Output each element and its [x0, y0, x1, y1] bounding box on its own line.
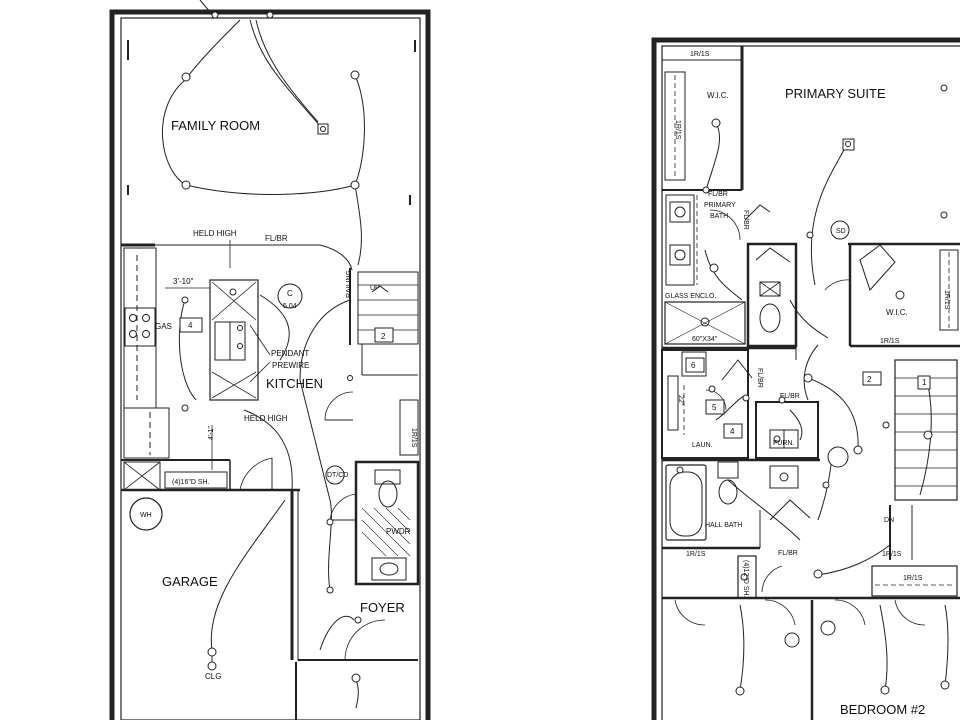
tag-4-laundry: 4 — [730, 427, 735, 436]
kitchen-island — [209, 279, 259, 401]
note-primary-bath-1: FL/BR — [708, 191, 728, 198]
note-railing: RAILING — [346, 270, 353, 298]
note-shelf-stair: 1R/1S — [882, 551, 902, 558]
note-primary-bath-3: BATH — [710, 213, 728, 220]
laundry-room — [661, 349, 749, 459]
room-kitchen: KITCHEN — [266, 376, 323, 391]
note-shelf-top: 1R/1S — [690, 51, 710, 58]
note-glass-enclo: GLASS ENCLO. — [665, 293, 716, 300]
tag-4-kitchen: 4 — [188, 321, 193, 330]
water-heater — [129, 497, 163, 531]
note-wic-2: W.I.C. — [886, 308, 908, 317]
primary-shower — [664, 301, 746, 345]
note-wic-1: W.I.C. — [707, 91, 729, 100]
note-shelf-hall: 1R/1S — [686, 551, 706, 558]
note-shelf-wic-vertical: 1R/1S — [674, 120, 681, 140]
note-dt: DT/CD — [327, 472, 348, 479]
note-prewire: PREWIRE — [272, 361, 309, 370]
note-dim-4-1: 4'-1" — [208, 426, 215, 440]
furnace-closet — [755, 401, 819, 459]
note-dn: DN — [884, 517, 894, 524]
note-shelf-wic2: 1R/1S — [880, 338, 900, 345]
note-wh: WH — [140, 512, 152, 519]
note-fl-br-vertical: FL/BR — [742, 210, 749, 230]
note-dim-22: 22" — [677, 395, 684, 406]
note-pendant: PENDANT — [271, 349, 309, 358]
note-shelf-4-12: (4)12"D SH. — [742, 560, 749, 598]
note-c-letter: C — [287, 289, 293, 298]
note-held-high-top: HELD HIGH — [193, 229, 237, 238]
note-primary-bath-2: PRIMARY — [704, 202, 736, 209]
note-clg: CLG — [205, 672, 221, 681]
note-fl-br-laun: FL/BR — [756, 368, 763, 388]
second-floor-plan — [651, 37, 960, 720]
room-family-room: FAMILY ROOM — [171, 118, 260, 133]
note-fl-br-furn: FL/BR — [780, 393, 800, 400]
note-shower: 60"X34" — [692, 336, 718, 343]
note-c-value: 5.04 — [283, 303, 297, 310]
note-laun: LAUN. — [692, 442, 713, 449]
tag-5-laundry: 5 — [712, 403, 717, 412]
tag-6-laundry: 6 — [691, 361, 696, 370]
second-floor-fixtures — [676, 84, 950, 696]
note-fl-br-hall: FL/BR — [778, 550, 798, 557]
note-pwdr: PWDR — [386, 527, 411, 536]
note-shelf-4-16: (4)16"D SH. — [172, 479, 210, 486]
tag-2-hall: 2 — [867, 375, 872, 384]
room-bedroom-2: BEDROOM #2 — [840, 702, 925, 717]
note-hall-bath: HALL BATH — [705, 522, 742, 529]
note-held-high-bottom: HELD HIGH — [244, 414, 288, 423]
first-floor-fixtures — [179, 11, 394, 683]
note-sd-1: SD — [836, 228, 846, 235]
note-fl-br-kitchen: FL/BR — [265, 234, 288, 243]
note-shelf-wic2-vertical: 1R/1S — [943, 290, 950, 310]
note-dim-3-10: 3'-10" — [173, 277, 194, 286]
room-foyer: FOYER — [360, 600, 405, 615]
tag-1-stair: 1 — [922, 378, 927, 387]
room-garage: GARAGE — [162, 574, 218, 589]
tag-2-stair: 2 — [381, 332, 386, 341]
powder-room-walls — [354, 460, 420, 586]
note-gas: GAS — [155, 322, 172, 331]
note-furn: FURN. — [773, 440, 794, 447]
room-primary-suite: PRIMARY SUITE — [785, 86, 886, 101]
note-shelf-bed2: 1R/1S — [903, 575, 923, 582]
second-floor-outer-wall — [651, 37, 960, 720]
note-shelf-closet-vertical: 1R/1S — [410, 428, 417, 448]
note-up: UP — [370, 285, 380, 292]
